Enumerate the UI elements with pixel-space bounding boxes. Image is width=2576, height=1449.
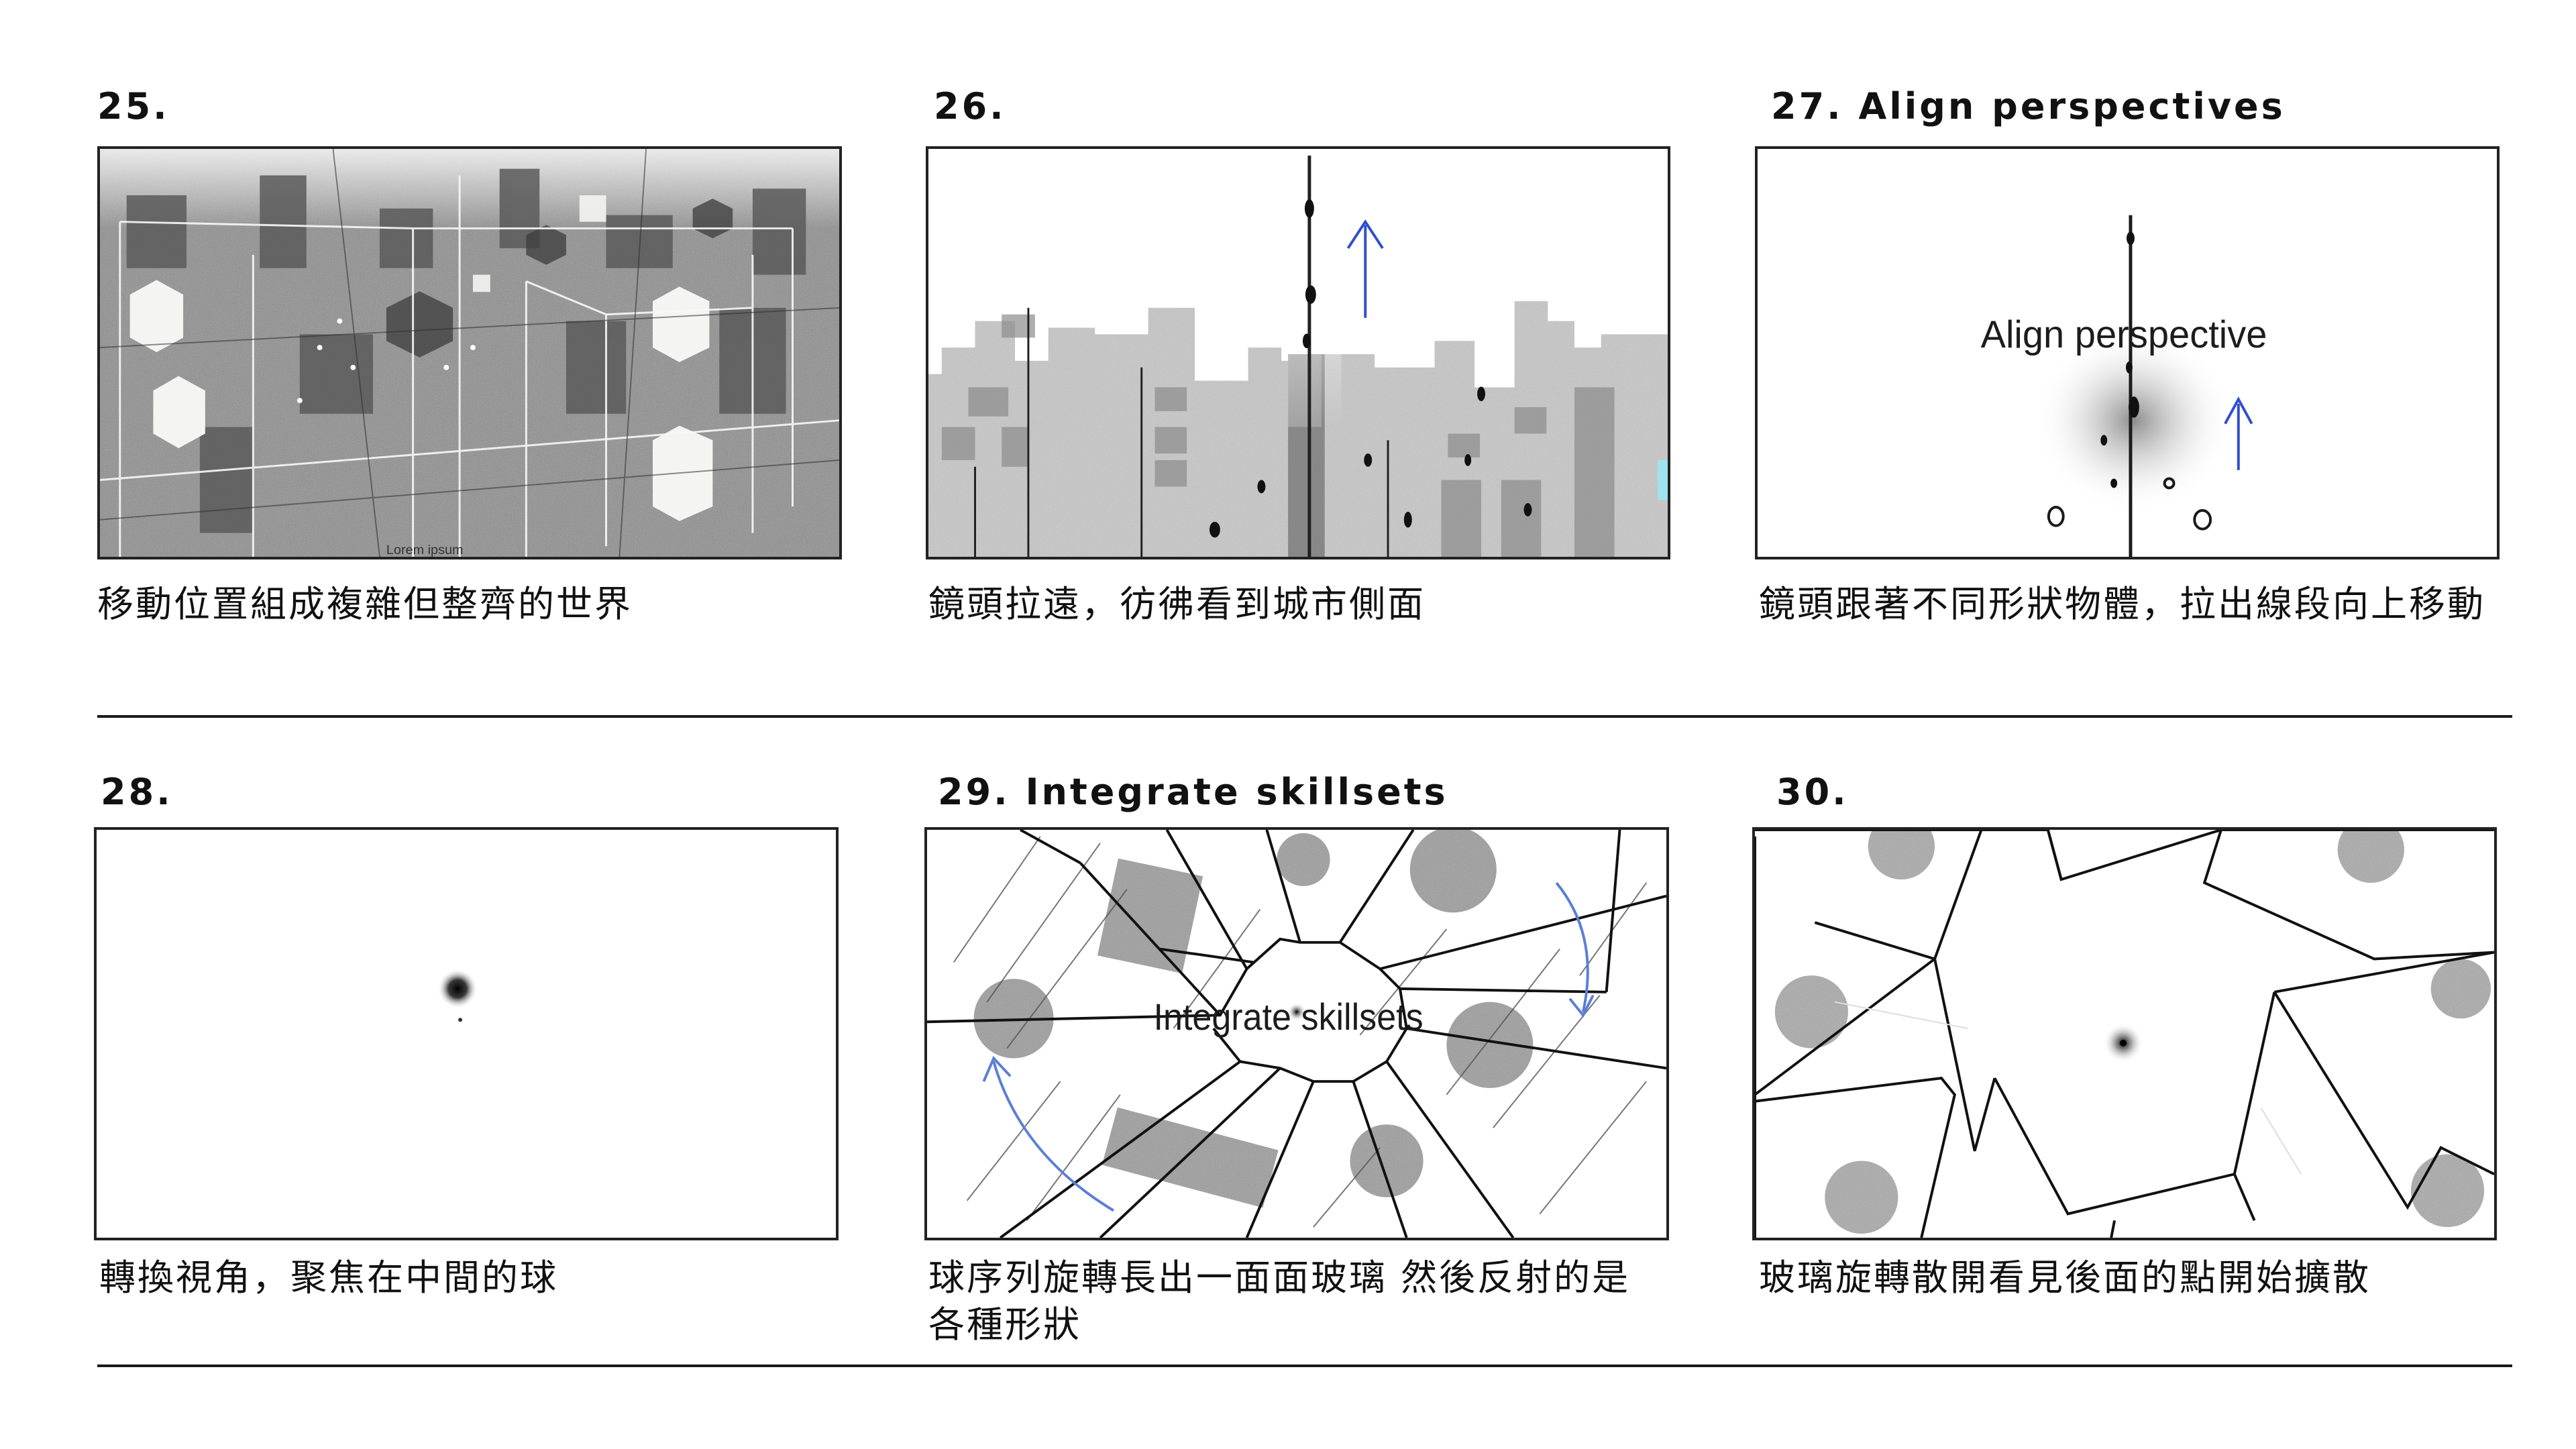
rotate-arrow-left-icon	[992, 1061, 1115, 1212]
panel-25-caption: 移動位置組成複雜但整齊的世界	[97, 583, 633, 625]
panel-29-sketch: Integrate skillsets	[927, 830, 1666, 1238]
row-divider-top	[97, 715, 2512, 718]
panel-25-overlay: Lorem ipsum	[386, 543, 464, 557]
panel-27-frame: Align perspective	[1755, 146, 2500, 559]
panel-26-caption: 鏡頭拉遠，彷彿看到城市側面	[928, 583, 1426, 625]
panel-30-title: 30.	[1776, 771, 1849, 813]
panel-28-title: 28.	[101, 771, 173, 813]
panel-25-frame: Lorem ipsum	[97, 146, 842, 559]
panel-26-sketch	[928, 149, 1668, 557]
panel-28-frame	[94, 827, 839, 1240]
rotate-arrow-right-icon	[1555, 881, 1589, 1012]
panel-25-title: 25.	[97, 85, 170, 127]
panel-29-title: 29. Integrate skillsets	[938, 771, 1448, 813]
panel-27-title: 27. Align perspectives	[1771, 85, 2286, 127]
panel-30-caption: 玻璃旋轉散開看見後面的點開始擴散	[1759, 1256, 2371, 1299]
panel-27-caption: 鏡頭跟著不同形狀物體，拉出線段向上移動	[1759, 583, 2485, 625]
panel-30-sketch	[1755, 830, 2494, 1238]
panel-26-frame	[926, 146, 1670, 559]
panel-29-frame: Integrate skillsets	[924, 827, 1669, 1240]
panel-29-caption: 球序列旋轉長出一面面玻璃 然後反射的是各種形狀	[928, 1256, 1631, 1346]
panel-26-title: 26.	[934, 85, 1006, 127]
panel-28-caption: 轉換視角，聚焦在中間的球	[99, 1256, 558, 1299]
center-dot-icon	[2120, 1039, 2127, 1046]
panel-30-frame	[1752, 827, 2497, 1240]
panel-28-sketch	[97, 830, 836, 1238]
focus-ball-icon	[437, 969, 478, 1009]
panel-27-sketch: Align perspective	[1758, 149, 2497, 557]
row-divider-bottom	[97, 1364, 2512, 1367]
panel-29-overlay: Integrate skillsets	[1154, 996, 1424, 1038]
panel-27-overlay: Align perspective	[1981, 313, 2267, 356]
panel-25-sketch: Lorem ipsum	[100, 149, 839, 557]
